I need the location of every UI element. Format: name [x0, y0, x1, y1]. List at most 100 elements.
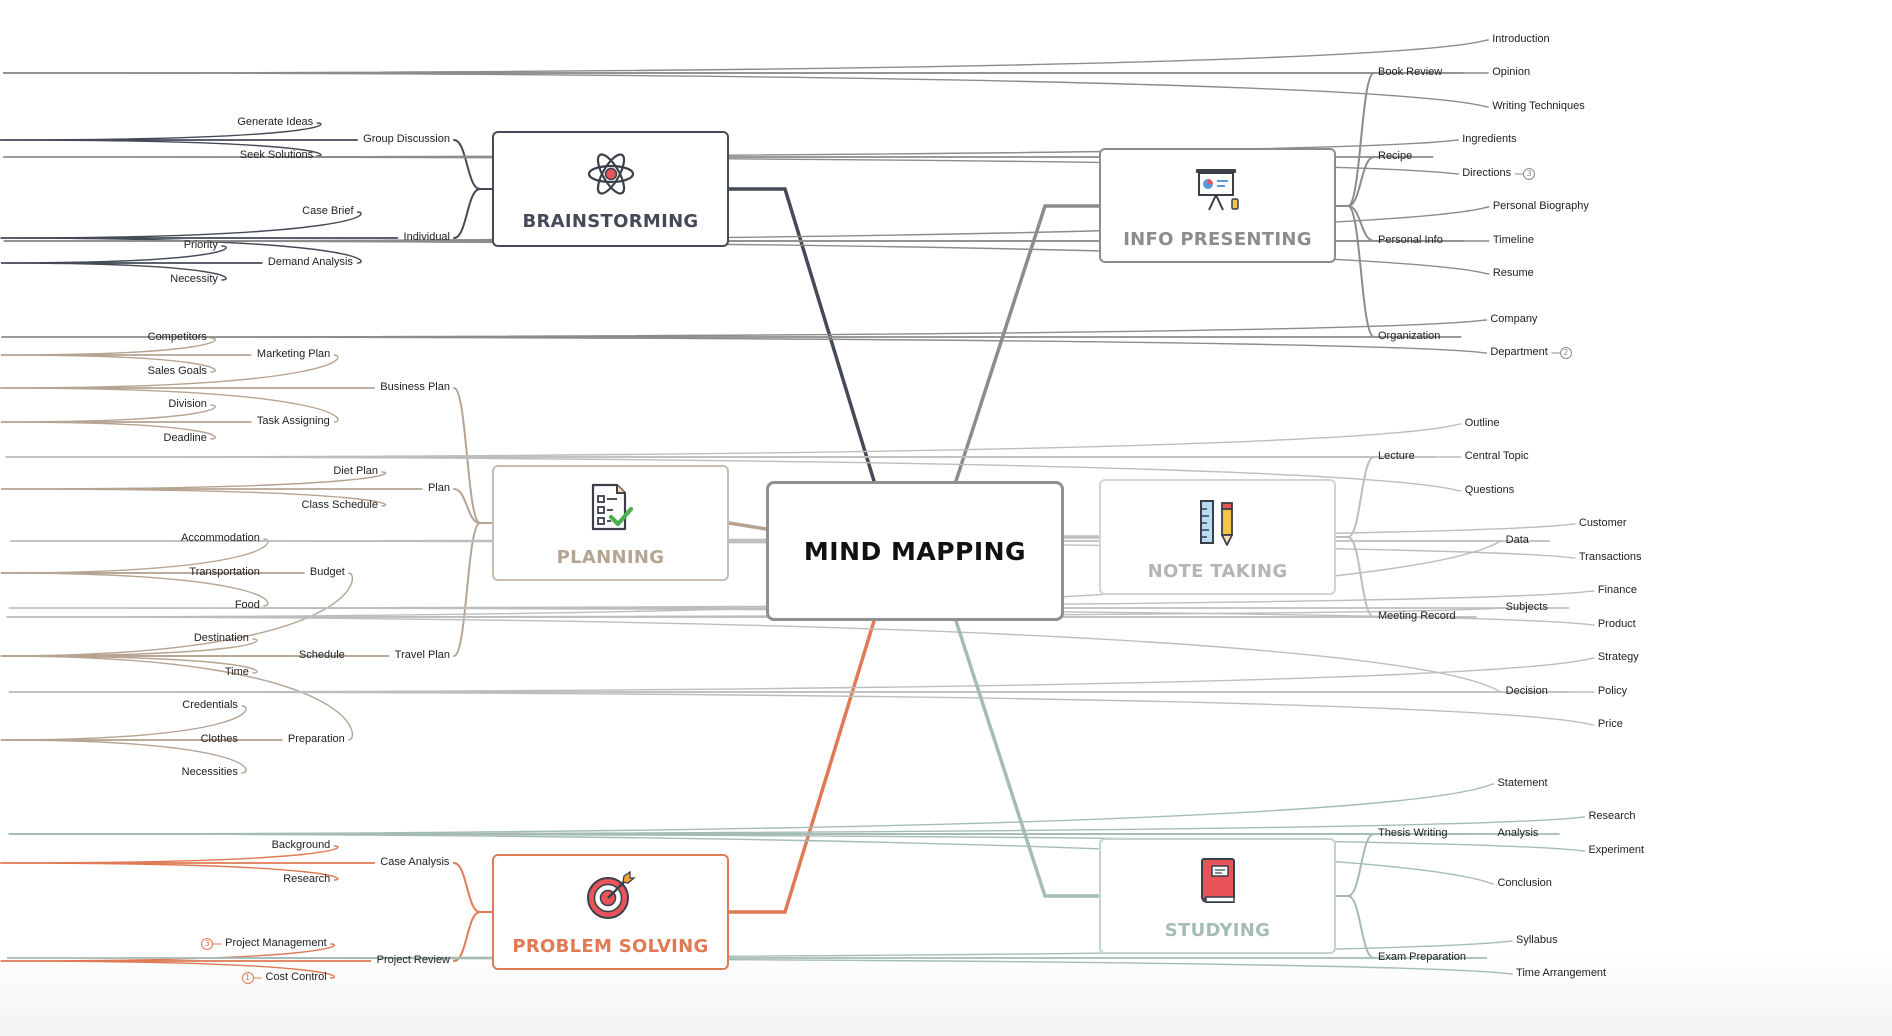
subtopic-planning-budget[interactable]: Budget — [309, 566, 345, 578]
main-topic-note-taking[interactable]: NOTE TAKING — [1099, 479, 1336, 595]
connector-problem-solving-case-analysis — [453, 862, 493, 913]
subtopic-note-taking-data[interactable]: Data — [1505, 534, 1529, 546]
subtopic-problem-solving-project-review[interactable]: Project Review — [376, 954, 450, 966]
main-topic-label-brainstorming: BRAINSTORMING — [522, 211, 699, 232]
subtopic-info-presenting-personal-biography[interactable]: Personal Biography — [1492, 200, 1589, 212]
subtopic-planning-plan[interactable]: Plan — [427, 482, 450, 494]
subtopic-info-presenting-company[interactable]: Company — [1490, 313, 1538, 325]
subtopic-note-taking-questions[interactable]: Questions — [1464, 484, 1515, 496]
subtopic-note-taking-strategy[interactable]: Strategy — [1597, 651, 1639, 663]
collapsed-count-badge-problem-solving[interactable]: 1 — [241, 972, 254, 984]
connector-planning-competitors — [0, 337, 252, 356]
main-topic-brainstorming[interactable]: BRAINSTORMING — [492, 131, 729, 247]
subtopic-studying-syllabus[interactable]: Syllabus — [1516, 934, 1558, 946]
subtopic-planning-deadline[interactable]: Deadline — [163, 432, 207, 444]
subtopic-planning-class-schedule[interactable]: Class Schedule — [301, 499, 378, 511]
subtopic-note-taking-transactions[interactable]: Transactions — [1578, 551, 1642, 563]
subtopic-brainstorming-necessity[interactable]: Necessity — [170, 273, 218, 285]
connector-central-planning — [727, 521, 768, 531]
connector-note-taking-transactions — [9, 540, 1576, 559]
subtopic-info-presenting-recipe[interactable]: Recipe — [1378, 150, 1413, 162]
subtopic-brainstorming-case-brief[interactable]: Case Brief — [302, 205, 354, 217]
subtopic-note-taking-price[interactable]: Price — [1597, 718, 1623, 730]
subtopic-note-taking-customer[interactable]: Customer — [1578, 517, 1627, 529]
main-topic-info-presenting[interactable]: INFO PRESENTING — [1099, 148, 1336, 263]
subtopic-studying-time-arrangement[interactable]: Time Arrangement — [1516, 967, 1607, 979]
subtopic-planning-travel-plan[interactable]: Travel Plan — [394, 649, 450, 661]
subtopic-info-presenting-opinion[interactable]: Opinion — [1492, 66, 1531, 78]
subtopic-studying-thesis-writing[interactable]: Thesis Writing — [1378, 827, 1448, 839]
subtopic-studying-statement[interactable]: Statement — [1497, 777, 1548, 789]
subtopic-planning-schedule[interactable]: Schedule — [298, 649, 345, 661]
subtopic-planning-marketing-plan[interactable]: Marketing Plan — [256, 348, 331, 360]
subtopic-brainstorming-demand-analysis[interactable]: Demand Analysis — [267, 256, 353, 268]
subtopic-problem-solving-background[interactable]: Background — [271, 839, 331, 851]
connector-note-taking-outline — [5, 423, 1462, 458]
subtopic-note-taking-product[interactable]: Product — [1597, 618, 1636, 630]
subtopic-problem-solving-project-management[interactable]: Project Management — [225, 937, 327, 949]
subtopic-planning-necessities[interactable]: Necessities — [181, 766, 238, 778]
connector-brainstorming-necessity — [0, 262, 263, 281]
main-topic-problem-solving[interactable]: PROBLEM SOLVING — [492, 854, 729, 970]
subtopic-brainstorming-group-discussion[interactable]: Group Discussion — [363, 133, 450, 145]
subtopic-info-presenting-directions[interactable]: Directions — [1462, 167, 1512, 179]
subtopic-note-taking-policy[interactable]: Policy — [1597, 685, 1628, 697]
subtopic-note-taking-decision[interactable]: Decision — [1505, 685, 1548, 697]
subtopic-note-taking-meeting-record[interactable]: Meeting Record — [1378, 610, 1456, 622]
collapsed-count-badge-info-presenting[interactable]: 3 — [1523, 168, 1536, 180]
collapsed-count-badge-problem-solving[interactable]: 3 — [201, 938, 214, 950]
subtopic-info-presenting-resume[interactable]: Resume — [1492, 267, 1534, 279]
subtopic-note-taking-outline[interactable]: Outline — [1464, 417, 1500, 429]
subtopic-planning-clothes[interactable]: Clothes — [200, 733, 238, 745]
subtopic-planning-task-assigning[interactable]: Task Assigning — [256, 415, 330, 427]
subtopic-note-taking-lecture[interactable]: Lecture — [1378, 450, 1415, 462]
subtopic-studying-exam-preparation[interactable]: Exam Preparation — [1378, 951, 1467, 963]
subtopic-brainstorming-individual[interactable]: Individual — [403, 231, 450, 243]
subtopic-info-presenting-book-review[interactable]: Book Review — [1378, 66, 1443, 78]
connector-central-problem-solving — [727, 619, 876, 914]
subtopic-note-taking-finance[interactable]: Finance — [1597, 584, 1637, 596]
subtopic-brainstorming-generate-ideas[interactable]: Generate Ideas — [237, 116, 314, 128]
connector-info-presenting-department — [1, 336, 1488, 354]
main-topic-label-info-presenting: INFO PRESENTING — [1123, 229, 1312, 250]
canvas-bottom-fade — [0, 955, 1892, 1036]
subtopic-brainstorming-priority[interactable]: Priority — [183, 239, 218, 251]
main-topic-studying[interactable]: STUDYING — [1099, 838, 1336, 954]
connector-studying-research — [9, 816, 1586, 835]
connector-note-taking-questions — [5, 456, 1462, 492]
subtopic-note-taking-subjects[interactable]: Subjects — [1505, 601, 1548, 613]
subtopic-info-presenting-timeline[interactable]: Timeline — [1492, 234, 1534, 246]
subtopic-studying-experiment[interactable]: Experiment — [1588, 844, 1645, 856]
subtopic-info-presenting-ingredients[interactable]: Ingredients — [1462, 133, 1517, 145]
subtopic-info-presenting-department[interactable]: Department — [1490, 346, 1548, 358]
subtopic-planning-sales-goals[interactable]: Sales Goals — [147, 365, 207, 377]
subtopic-info-presenting-writing-techniques[interactable]: Writing Techniques — [1492, 100, 1585, 112]
subtopic-problem-solving-case-analysis[interactable]: Case Analysis — [380, 856, 450, 868]
subtopic-info-presenting-organization[interactable]: Organization — [1378, 330, 1441, 342]
subtopic-planning-business-plan[interactable]: Business Plan — [380, 381, 450, 393]
subtopic-info-presenting-introduction[interactable]: Introduction — [1492, 33, 1550, 45]
subtopic-planning-transportation[interactable]: Transportation — [189, 566, 260, 578]
subtopic-planning-time[interactable]: Time — [224, 666, 249, 678]
connector-planning-class-schedule — [0, 488, 423, 507]
main-topic-planning[interactable]: PLANNING — [492, 465, 729, 581]
subtopic-planning-preparation[interactable]: Preparation — [287, 733, 345, 745]
subtopic-planning-division[interactable]: Division — [168, 398, 207, 410]
subtopic-problem-solving-cost-control[interactable]: Cost Control — [265, 971, 327, 983]
subtopic-studying-conclusion[interactable]: Conclusion — [1497, 877, 1552, 889]
subtopic-planning-diet-plan[interactable]: Diet Plan — [333, 465, 378, 477]
subtopic-info-presenting-personal-info[interactable]: Personal Info — [1378, 234, 1443, 246]
subtopic-studying-research[interactable]: Research — [1588, 810, 1636, 822]
subtopic-planning-credentials[interactable]: Credentials — [182, 699, 238, 711]
subtopic-note-taking-central-topic[interactable]: Central Topic — [1464, 450, 1529, 462]
subtopic-problem-solving-research[interactable]: Research — [283, 873, 331, 885]
subtopic-planning-food[interactable]: Food — [234, 599, 260, 611]
subtopic-brainstorming-seek-solutions[interactable]: Seek Solutions — [239, 149, 314, 161]
central-topic-card[interactable]: MIND MAPPING — [766, 481, 1064, 621]
collapsed-count-badge-info-presenting[interactable]: 2 — [1559, 347, 1572, 359]
subtopic-planning-competitors[interactable]: Competitors — [147, 331, 207, 343]
subtopic-planning-destination[interactable]: Destination — [193, 632, 249, 644]
subtopic-planning-accommodation[interactable]: Accommodation — [181, 532, 260, 544]
subtopic-studying-analysis[interactable]: Analysis — [1497, 827, 1539, 839]
